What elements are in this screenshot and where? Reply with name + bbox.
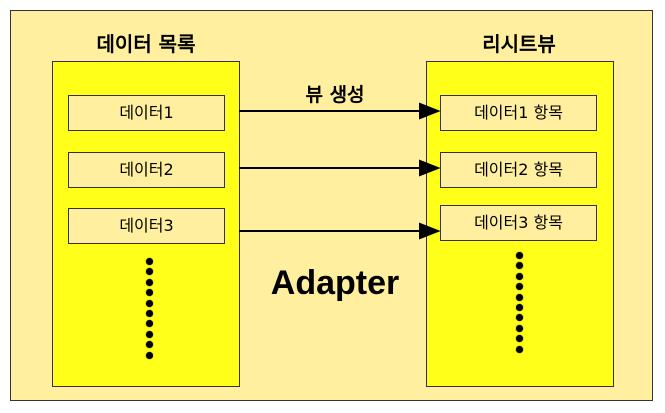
data-item-1: 데이터1 xyxy=(68,95,225,131)
data-item-3: 데이터3 xyxy=(68,208,225,244)
list-view-item-2: 데이터2 항목 xyxy=(440,152,597,188)
right-ellipsis-dots xyxy=(516,252,524,356)
data-item-2: 데이터2 xyxy=(68,152,225,188)
list-view-title: 리시트뷰 xyxy=(482,32,556,56)
arrow-head-3 xyxy=(419,222,441,240)
data-list-title: 데이터 목록 xyxy=(96,32,196,56)
adapter-label: Adapter xyxy=(270,264,400,302)
arrow-head-1 xyxy=(419,102,441,120)
arrow-head-2 xyxy=(419,159,441,177)
list-view-item-1: 데이터1 항목 xyxy=(440,95,597,131)
list-view-item-3: 데이터3 항목 xyxy=(440,205,597,241)
create-view-label: 뷰 생성 xyxy=(305,84,365,106)
left-ellipsis-dots xyxy=(146,258,154,362)
